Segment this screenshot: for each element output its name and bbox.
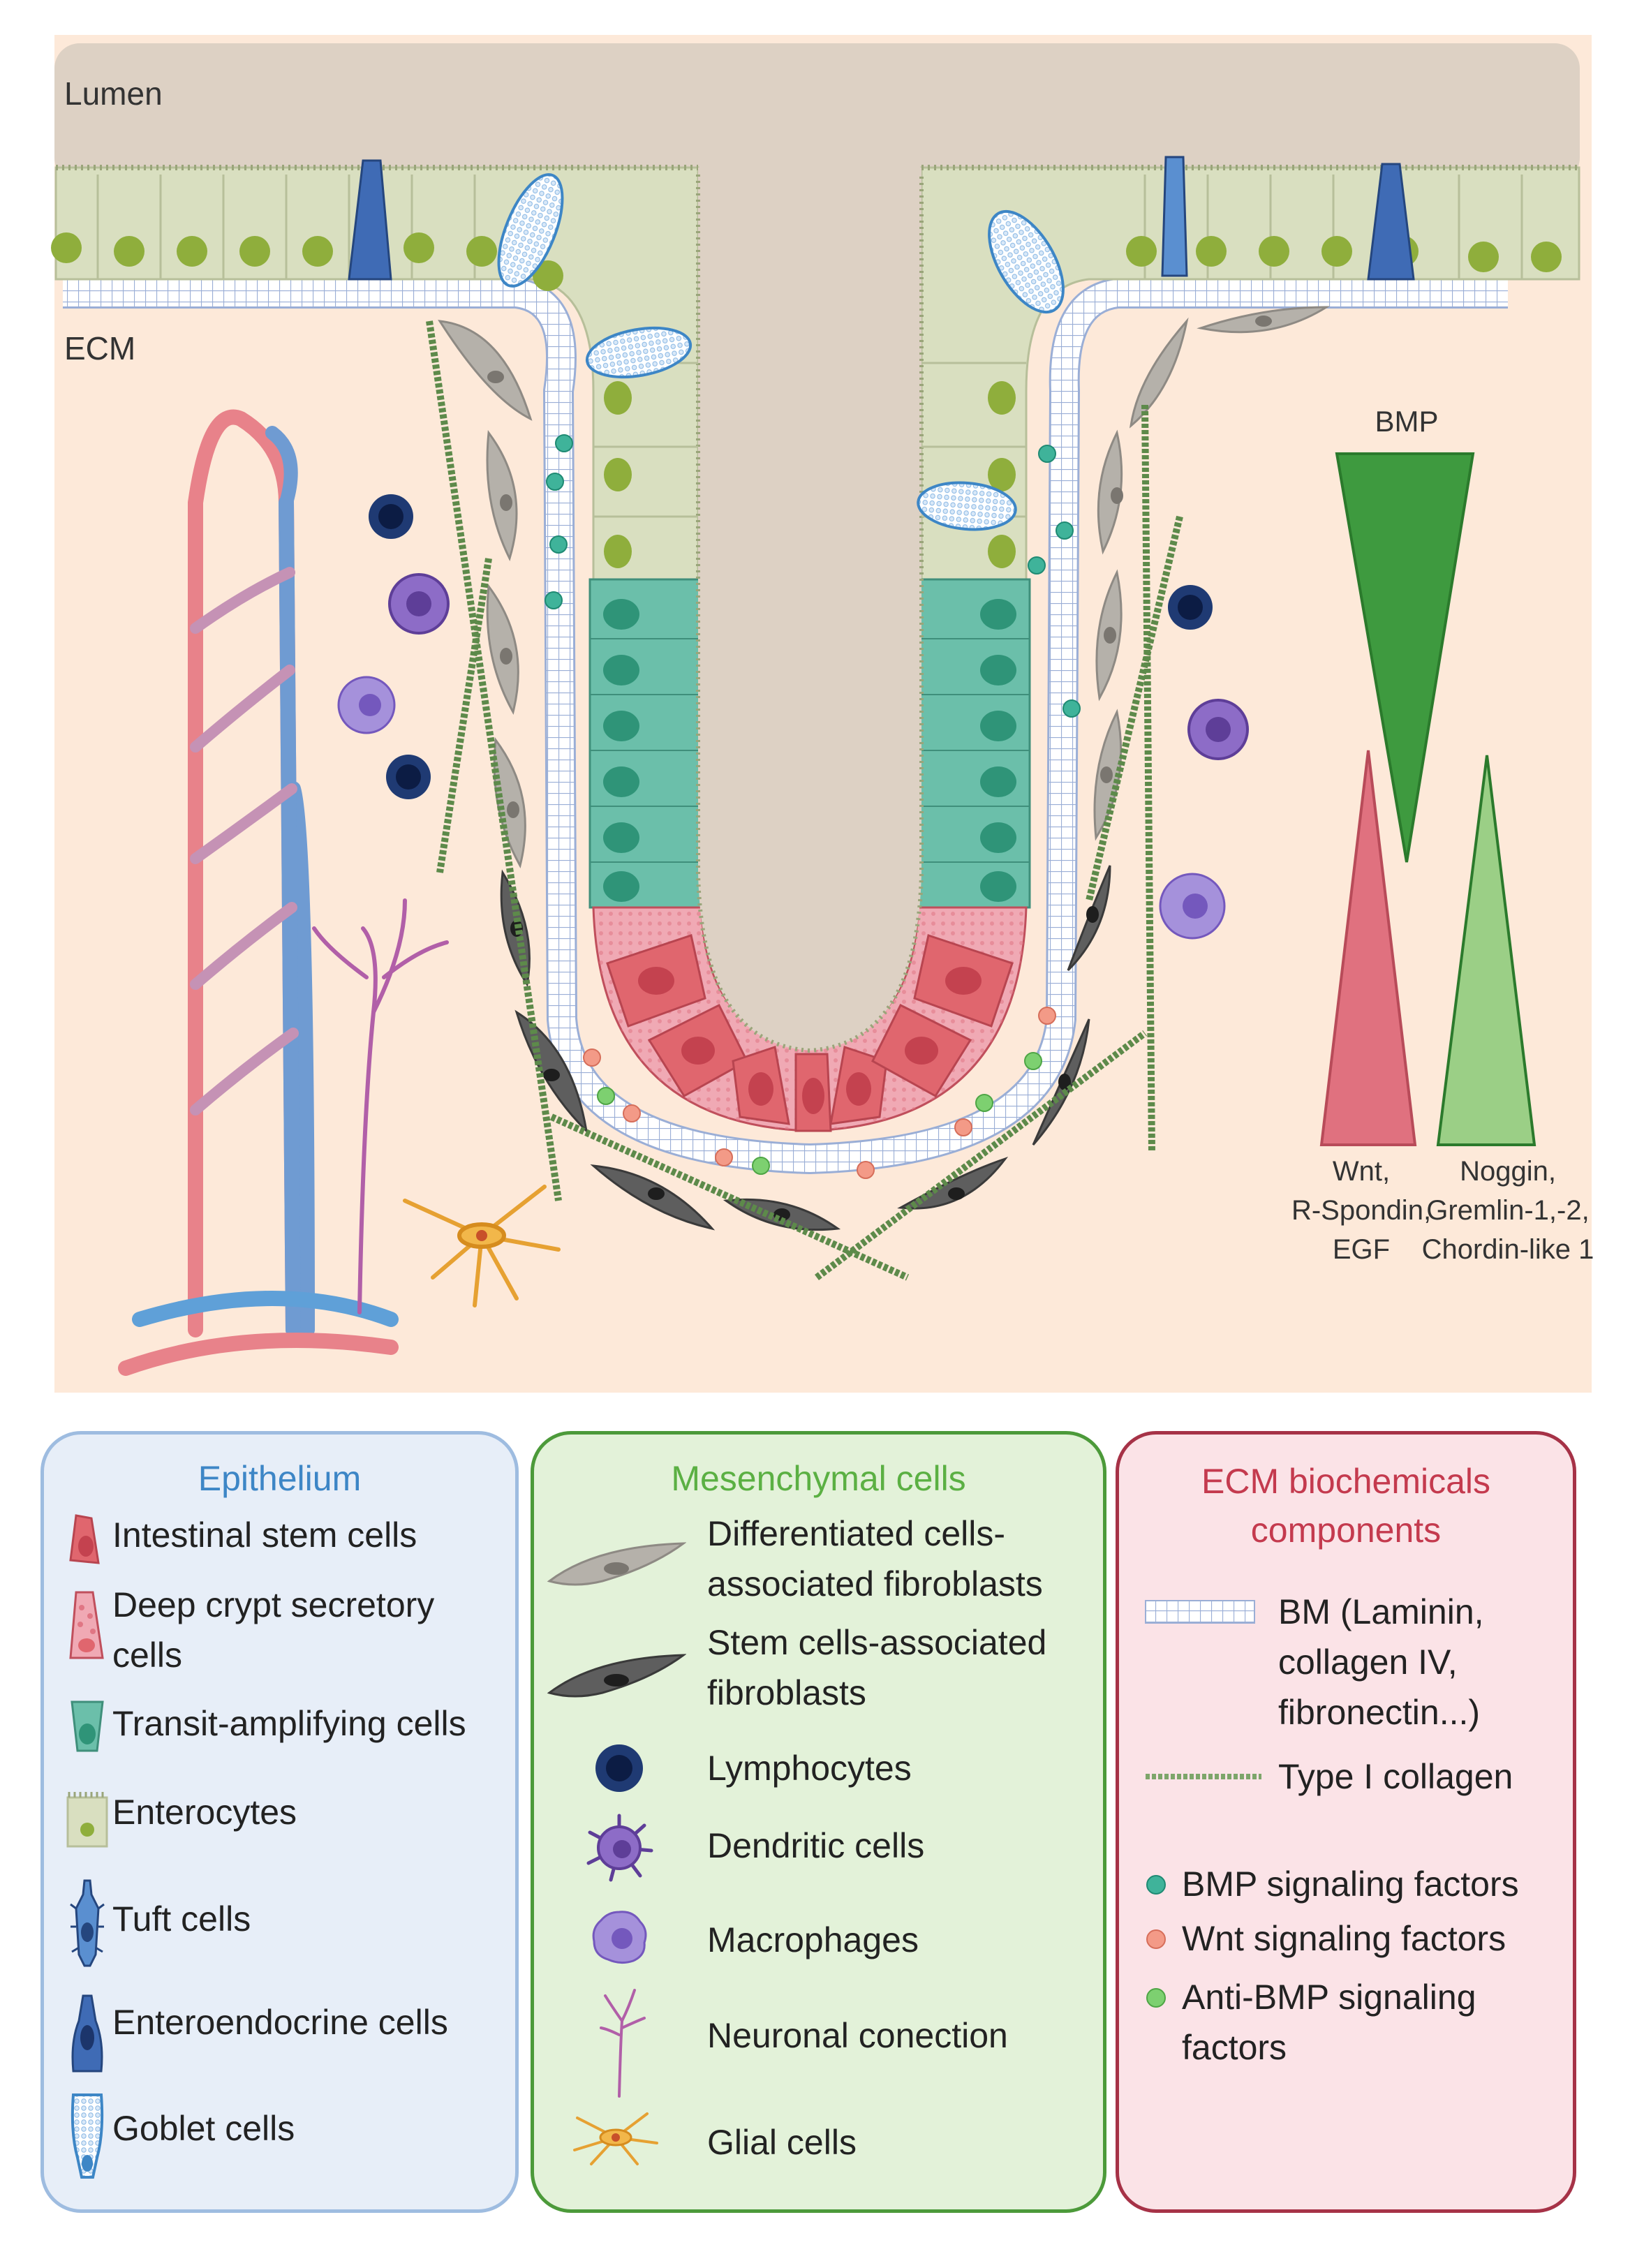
legend-item-differentiated-fibroblasts: Differentiated cells- associated fibrobl… <box>707 1514 1043 1603</box>
legend-item-dendritic-cells: Dendritic cells <box>707 1826 925 1865</box>
noggin-gradient <box>1436 755 1536 1146</box>
type-i-collagen-fibers <box>426 320 1183 1281</box>
glial-cell-icon <box>573 2112 658 2165</box>
enteroendocrine-cells <box>348 159 1415 281</box>
bmp-gradient <box>1335 452 1475 863</box>
legend-item-transit-amplifying-cells: Transit-amplifying cells <box>112 1704 466 1743</box>
ecm-label: ECM <box>64 330 135 366</box>
enteroendocrine-cell-icon <box>71 1994 103 2073</box>
legend-item-stem-fibroblasts: Stem cells-associated fibroblasts <box>707 1623 1047 1712</box>
glial-cell <box>403 1185 561 1307</box>
gradients <box>1319 452 1536 1146</box>
legend-item-neuron: Neuronal conection <box>707 2016 1008 2055</box>
legend-item-anti-bmp-signaling-factors: Anti-BMP signaling factors <box>1182 1978 1476 2067</box>
legend-item-macrophages: Macrophages <box>707 1920 919 1959</box>
legend-item-type-i-collagen: Type I collagen <box>1278 1757 1513 1796</box>
transit-amplifying-nuclei <box>603 599 1016 902</box>
dendritic-cells <box>388 573 1249 760</box>
legend-item-wnt-signaling-factors: Wnt signaling factors <box>1182 1919 1506 1958</box>
stem-fibroblast-icon <box>547 1654 686 1698</box>
transit-amplifying-cell-icon <box>71 1700 104 1752</box>
lumen-label: Lumen <box>64 75 163 112</box>
legend-ecm-title: ECM biochemicals components <box>1201 1462 1490 1550</box>
legend-item-glial-cells: Glial cells <box>707 2123 857 2162</box>
transit-amplifying-zone-right <box>917 578 1031 909</box>
transit-amplifying-zone-left <box>588 578 703 909</box>
legend-item-bmp-signaling-factors: BMP signaling factors <box>1182 1865 1519 1904</box>
type-i-collagen-icon <box>1146 1774 1261 1779</box>
anti-bmp-factor-dot-icon <box>1146 1988 1166 2008</box>
crypt: Lumen ECM BMP <box>51 75 1580 1376</box>
bmp-gradient-label: BMP <box>1375 405 1438 438</box>
bmp-signaling-dots <box>545 434 1081 718</box>
basement-membrane-icon <box>1145 1600 1255 1624</box>
bmp-factor-dot-icon <box>1146 1875 1166 1895</box>
legend-epithelium-title: Epithelium <box>198 1459 362 1498</box>
enterocyte-icon <box>66 1792 108 1848</box>
goblet-cells <box>497 173 1065 531</box>
crypt-lumen <box>698 168 921 1051</box>
legend-mesenchymal-title: Mesenchymal cells <box>671 1459 966 1498</box>
legend-item-intestinal-stem-cells: Intestinal stem cells <box>112 1515 417 1555</box>
lymphocyte-icon <box>595 1744 643 1792</box>
legend-item-deep-crypt-secretory-cells: Deep crypt secretory cells <box>112 1585 435 1675</box>
wnt-gradient <box>1319 750 1417 1146</box>
lumen-background <box>54 43 1580 183</box>
tuft-cell-icon <box>70 1879 105 1967</box>
legend-item-enteroendocrine-cells: Enteroendocrine cells <box>112 2003 448 2042</box>
lymphocytes <box>369 494 1213 799</box>
differentiated-fibroblast-icon <box>547 1542 686 1586</box>
legend-epithelium: Epithelium Intestinal stem cells Deep cr… <box>40 1431 519 2213</box>
wnt-gradient-label: Wnt, R-Spondin, EGF <box>1291 1156 1432 1265</box>
noggin-gradient-label: Noggin, Gremlin-1,-2, Chordin-like 1 <box>1421 1156 1594 1265</box>
deep-crypt-secretory-cell-icon <box>69 1591 104 1659</box>
legend-item-enterocytes: Enterocytes <box>112 1793 297 1832</box>
goblet-cell-icon <box>71 2093 104 2179</box>
macrophages <box>337 676 1226 940</box>
intestinal-stem-cell-icon <box>69 1514 100 1564</box>
legend-item-basement-membrane: BM (Laminin, collagen IV, fibronectin...… <box>1278 1592 1484 1732</box>
wnt-signaling-dots <box>583 1007 1056 1179</box>
tuft-cell <box>1161 156 1188 277</box>
macrophage-icon <box>592 1911 647 1964</box>
legend-mesenchymal: Mesenchymal cells Differentiated cells- … <box>531 1431 1106 2213</box>
neuron-icon <box>600 1989 646 2098</box>
legend-item-lymphocytes: Lymphocytes <box>707 1749 912 1788</box>
legend-item-goblet-cells: Goblet cells <box>112 2109 295 2148</box>
legend-item-tuft-cells: Tuft cells <box>112 1899 251 1939</box>
dendritic-cell-icon <box>586 1814 653 1882</box>
anti-bmp-signaling-dots <box>597 1052 1042 1175</box>
wnt-factor-dot-icon <box>1146 1929 1166 1949</box>
legend-ecm: ECM biochemicals components BM (Laminin,… <box>1116 1431 1576 2213</box>
neuron <box>312 898 449 1314</box>
